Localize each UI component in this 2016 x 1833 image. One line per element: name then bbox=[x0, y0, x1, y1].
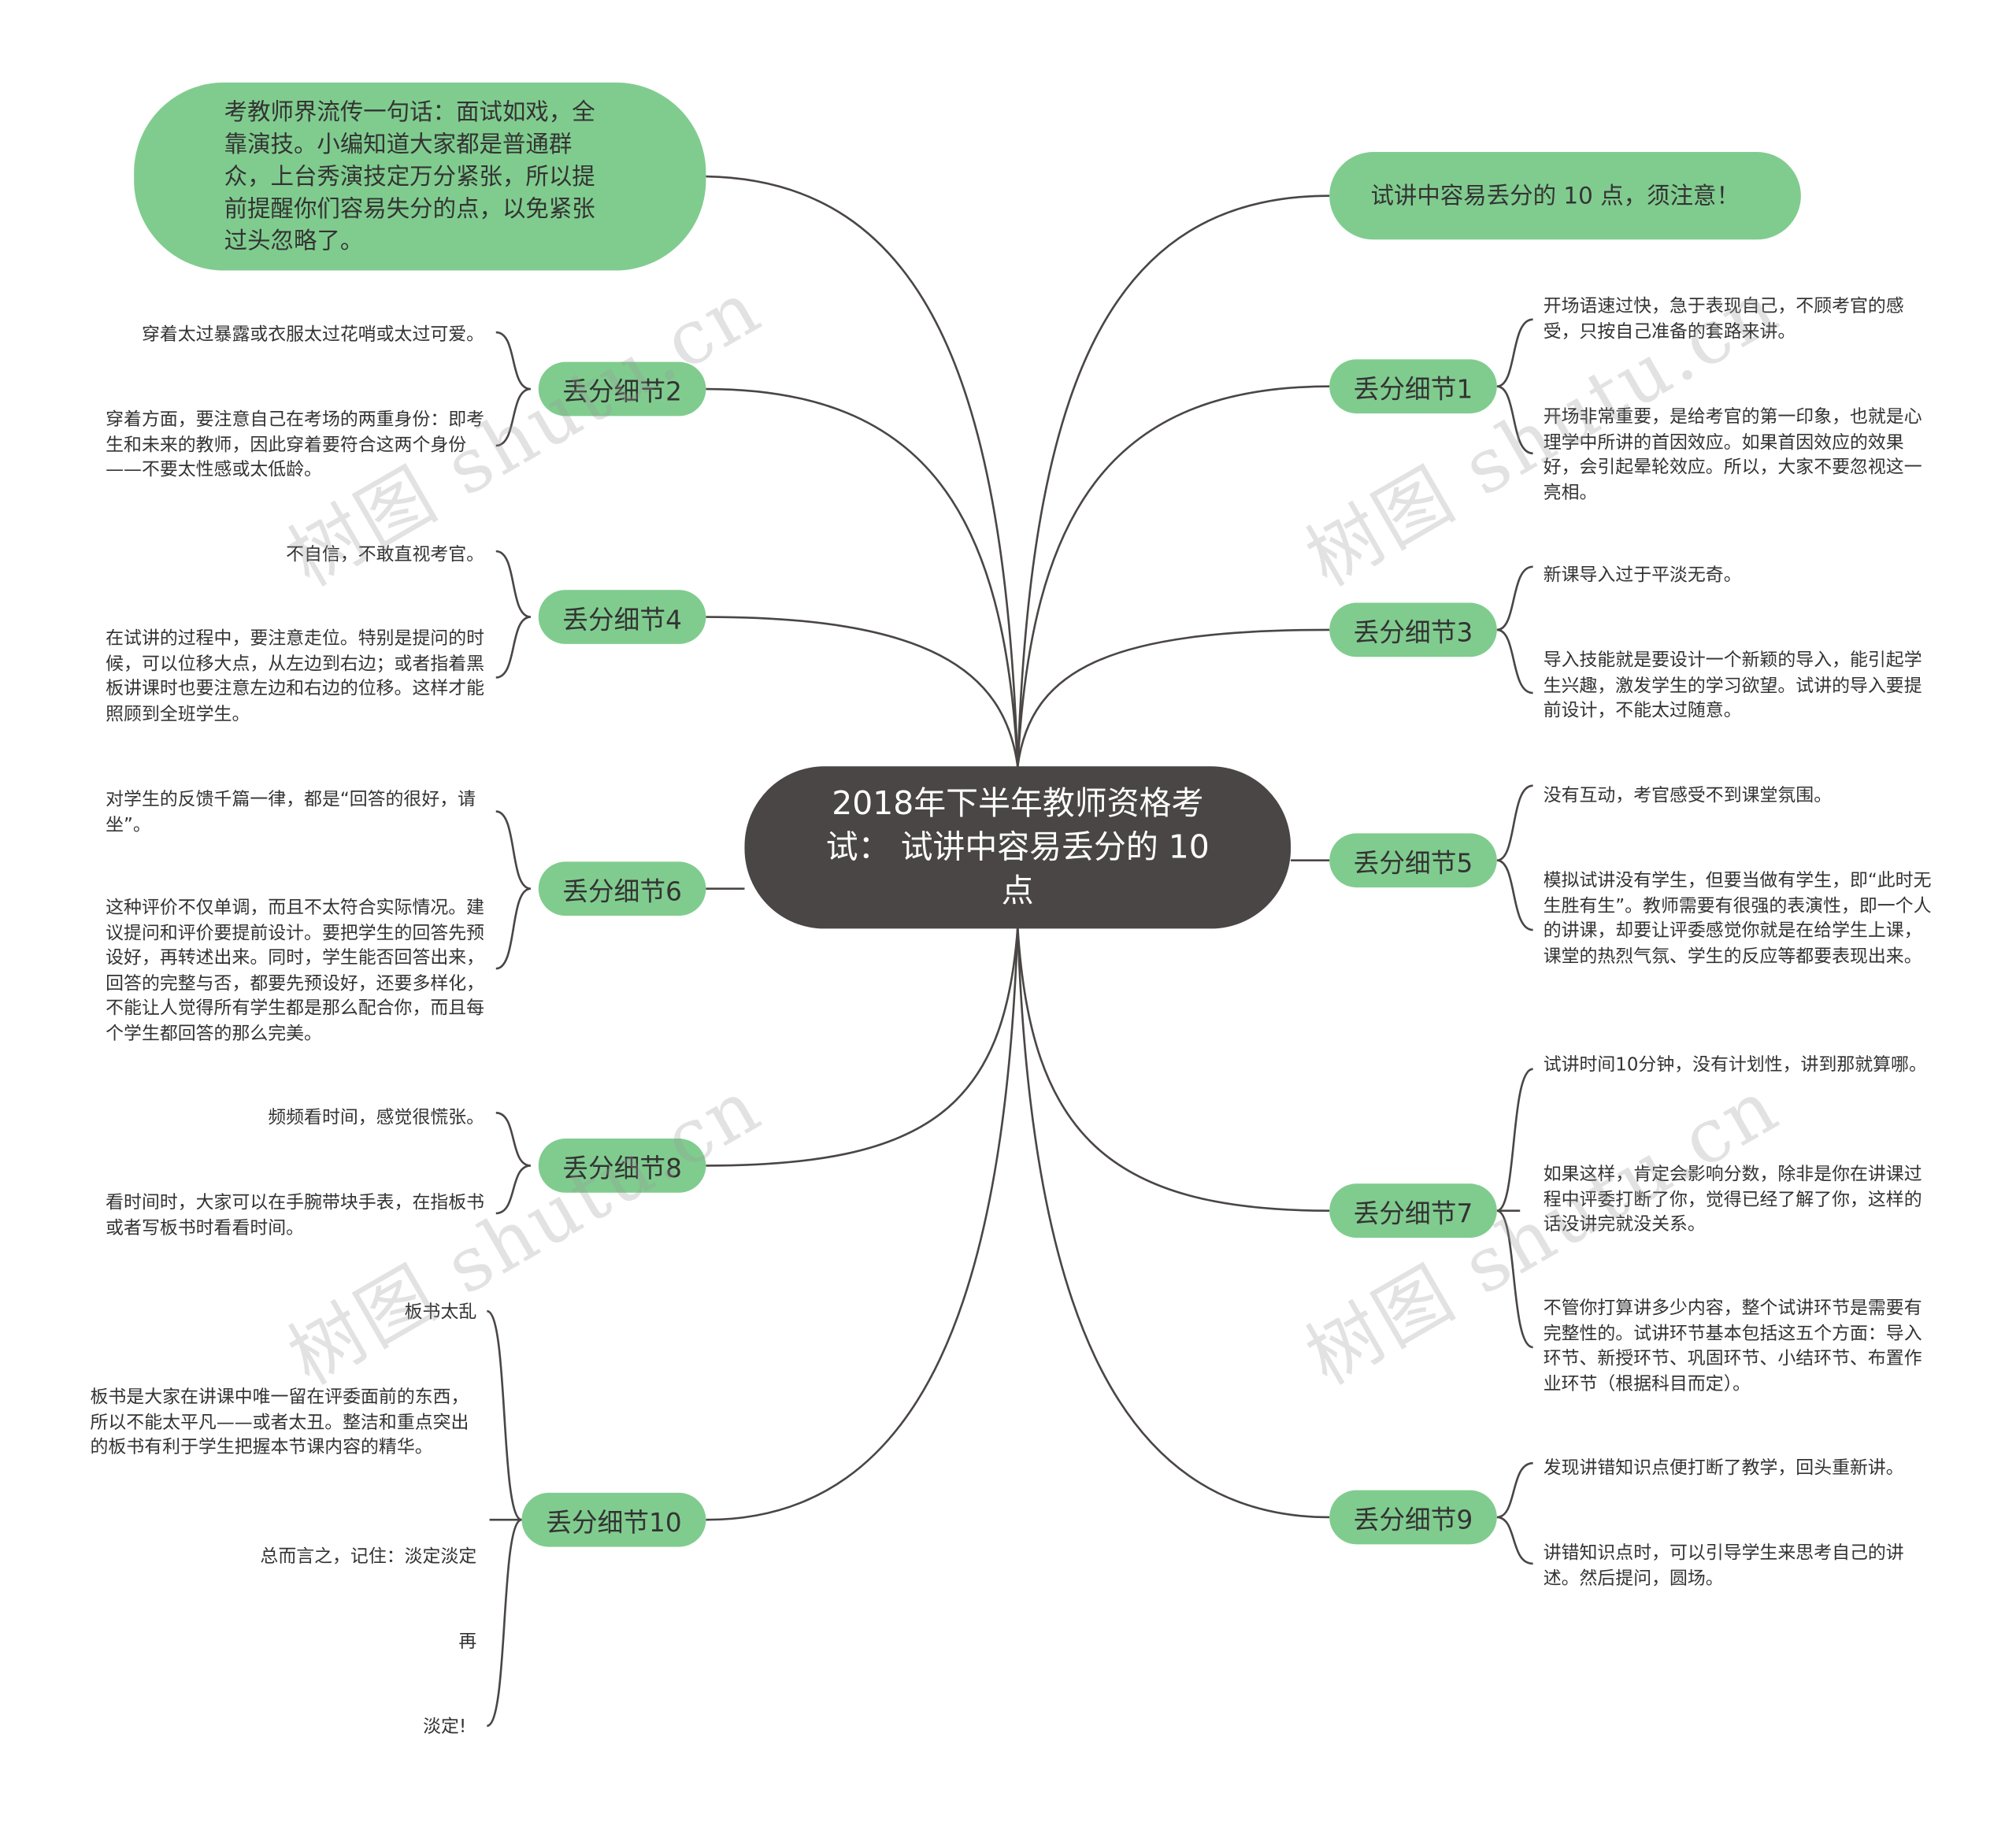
intro-text: 考教师界流传一句话：面试如戏，全靠演技。小编知道大家都是普通群众，上台秀演技定万… bbox=[224, 98, 595, 255]
topic-5[interactable]: 丢分细节5 bbox=[1329, 833, 1497, 888]
topic-4[interactable]: 丢分细节4 bbox=[538, 590, 706, 644]
leaf-2-1: 穿着太过暴露或衣服太过花哨或太过可爱。 bbox=[141, 324, 485, 346]
topic-10-label: 丢分细节10 bbox=[546, 1506, 682, 1538]
topic-7[interactable]: 丢分细节7 bbox=[1329, 1183, 1497, 1239]
topic-2-label: 丢分细节2 bbox=[562, 375, 682, 407]
leaf-3-1: 新课导入过于平淡无奇。 bbox=[1543, 565, 1742, 587]
link-t3 bbox=[1016, 628, 1330, 767]
leaf-10-3: 总而言之，记住：淡定淡定 bbox=[260, 1546, 477, 1568]
topic-9[interactable]: 丢分细节9 bbox=[1329, 1490, 1497, 1545]
bracket-t2 bbox=[495, 331, 532, 447]
leaf-2-2: 穿着方面，要注意自己在考场的两重身份：即考生和未来的教师，因此穿着要符合这两个身… bbox=[106, 409, 485, 481]
topic-8[interactable]: 丢分细节8 bbox=[538, 1139, 706, 1193]
leaf-8-1: 频频看时间，感觉很慌张。 bbox=[268, 1107, 485, 1128]
link-t1 bbox=[1016, 385, 1330, 767]
leaf-7-1: 试讲时间10分钟，没有计划性，讲到那就算哪。 bbox=[1543, 1054, 1927, 1076]
link-t4 bbox=[706, 616, 1019, 767]
leaf-6-1: 对学生的反馈千篇一律，都是“回答的很好，请坐”。 bbox=[106, 789, 476, 835]
bracket-t10 bbox=[486, 1309, 523, 1727]
link-header bbox=[1016, 194, 1330, 767]
leaf-7-3: 不管你打算讲多少内容，整个试讲环节是需要有完整性的。试讲环节基本包括这五个方面：… bbox=[1543, 1298, 1922, 1394]
bracket-t3 bbox=[1496, 565, 1533, 694]
bracket-t8 bbox=[495, 1112, 532, 1215]
bracket-t5 bbox=[1496, 784, 1533, 931]
topic-1[interactable]: 丢分细节1 bbox=[1329, 359, 1497, 414]
center-topic[interactable]: 2018年下半年教师资格考试： 试讲中容易丢分的 10 点 bbox=[744, 766, 1292, 929]
bracket-t9 bbox=[1496, 1461, 1533, 1565]
bracket-t7 bbox=[1496, 1068, 1534, 1349]
topic-5-label: 丢分细节5 bbox=[1353, 846, 1473, 878]
topic-9-label: 丢分细节9 bbox=[1353, 1503, 1473, 1535]
leaf-9-2: 讲错知识点时，可以引导学生来思考自己的讲述。然后提问，圆场。 bbox=[1543, 1542, 1904, 1589]
leaf-9-1: 发现讲错知识点便打断了教学，回头重新讲。 bbox=[1543, 1457, 1904, 1479]
leaf-10-4: 再 bbox=[458, 1631, 477, 1653]
link-t8 bbox=[706, 927, 1019, 1167]
topic-8-label: 丢分细节8 bbox=[562, 1152, 682, 1183]
bracket-t6 bbox=[495, 810, 532, 970]
topic-1-label: 丢分细节1 bbox=[1353, 372, 1473, 404]
leaf-10-1: 板书太乱 bbox=[404, 1302, 477, 1323]
topic-10[interactable]: 丢分细节10 bbox=[521, 1492, 706, 1547]
topic-6[interactable]: 丢分细节6 bbox=[538, 861, 706, 916]
link-t10 bbox=[706, 927, 1019, 1521]
leaf-8-2: 看时间时，大家可以在手腕带块手表，在指板书或者写板书时看看时间。 bbox=[106, 1192, 485, 1239]
topic-7-label: 丢分细节7 bbox=[1353, 1197, 1473, 1228]
bracket-t1 bbox=[1496, 318, 1533, 455]
leaf-1-1: 开场语速过快，急于表现自己，不顾考官的感受，只按自己准备的套路来讲。 bbox=[1543, 296, 1904, 343]
header-note-bubble[interactable]: 试讲中容易丢分的 10 点，须注意！ bbox=[1329, 152, 1801, 240]
leaf-4-1: 不自信，不敢直视考官。 bbox=[286, 544, 485, 566]
leaf-10-5: 淡定! bbox=[423, 1716, 467, 1738]
topic-6-label: 丢分细节6 bbox=[562, 875, 682, 906]
leaf-10-2: 板书是大家在讲课中唯一留在评委面前的东西，所以不能太平凡——或者太丑。整洁和重点… bbox=[90, 1387, 469, 1458]
link-t9 bbox=[1016, 927, 1330, 1519]
topic-3[interactable]: 丢分细节3 bbox=[1329, 602, 1497, 657]
link-intro bbox=[706, 175, 1019, 767]
topic-4-label: 丢分细节4 bbox=[562, 603, 682, 635]
header-note-text: 试讲中容易丢分的 10 点，须注意！ bbox=[1370, 182, 1740, 209]
leaf-4-2: 在试讲的过程中，要注意走位。特别是提问的时候，可以位移大点，从左边到右边；或者指… bbox=[106, 628, 485, 725]
leaf-7-2: 如果这样，肯定会影响分数，除非是你在讲课过程中评委打断了你，觉得已经了解了你，这… bbox=[1543, 1164, 1922, 1235]
leaf-5-2: 模拟试讲没有学生，但要当做有学生，即“此时无生胜有生”。教师需要有很强的表演性，… bbox=[1543, 870, 1932, 967]
leaf-5-1: 没有互动，考官感受不到课堂氛围。 bbox=[1543, 785, 1833, 807]
topic-2[interactable]: 丢分细节2 bbox=[538, 361, 706, 417]
leaf-1-2: 开场非常重要，是给考官的第一印象，也就是心理学中所讲的首因效应。如果首因效应的效… bbox=[1543, 406, 1922, 503]
bracket-t4 bbox=[495, 550, 532, 679]
leaf-3-2: 导入技能就是要设计一个新颖的导入，能引起学生兴趣，激发学生的学习欲望。试讲的导入… bbox=[1543, 650, 1922, 722]
intro-bubble[interactable]: 考教师界流传一句话：面试如戏，全靠演技。小编知道大家都是普通群众，上台秀演技定万… bbox=[134, 82, 706, 271]
topic-3-label: 丢分细节3 bbox=[1353, 616, 1473, 647]
center-title: 2018年下半年教师资格考试： 试讲中容易丢分的 10 点 bbox=[825, 784, 1210, 909]
link-t7 bbox=[1016, 927, 1330, 1212]
leaf-6-2: 这种评价不仅单调，而且不太符合实际情况。建议提问和评价要提前设计。要把学生的回答… bbox=[106, 898, 485, 1044]
link-t2 bbox=[706, 387, 1019, 767]
